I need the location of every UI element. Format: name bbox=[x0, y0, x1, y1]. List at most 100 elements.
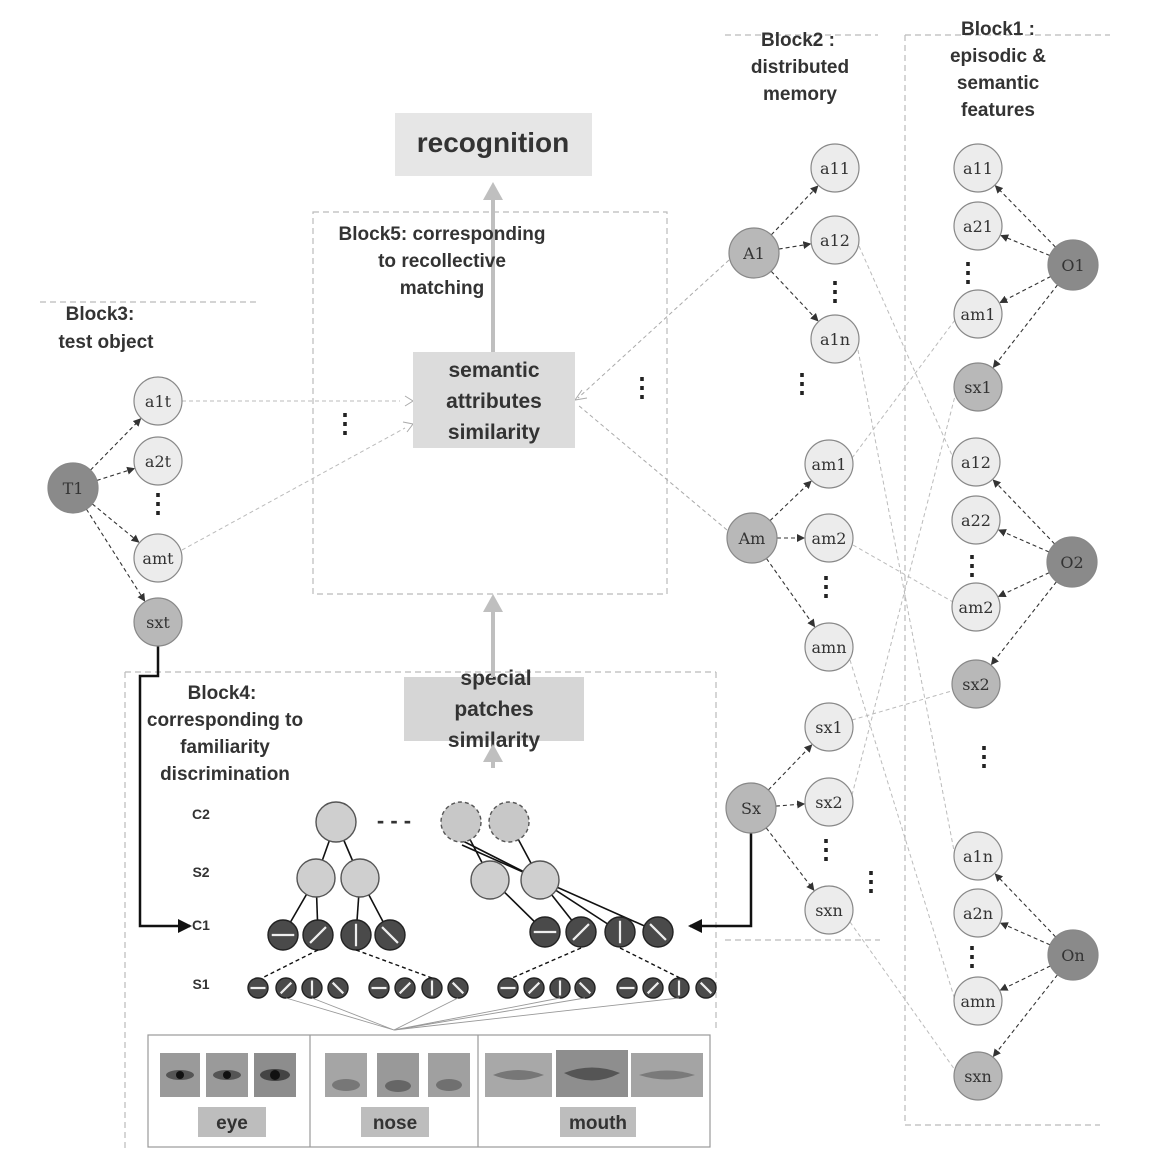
block1-line-1: Block1 : bbox=[961, 19, 1035, 40]
block1-line-4: features bbox=[961, 100, 1035, 121]
node-layer: T1a1ta2tamtsxtA1a11a12a1nAmam1am2amnSxsx… bbox=[47, 143, 1099, 1101]
feature-node-on-3: sxn bbox=[953, 1051, 1003, 1101]
block2-label: Block2 : distributed memory bbox=[751, 30, 849, 105]
memory-node-am-0: am1 bbox=[804, 439, 854, 489]
feature-node-on-2: amn bbox=[953, 976, 1003, 1026]
am-node: Am bbox=[726, 512, 778, 564]
memory-node-a1-0: a11 bbox=[810, 143, 860, 193]
patches-frame bbox=[147, 1034, 711, 1148]
memory-node-a1-1-label: a12 bbox=[820, 231, 850, 250]
test-node-sxt: sxt bbox=[133, 597, 183, 647]
eye-thumbnails bbox=[160, 1053, 296, 1097]
test-node-a2t-label: a2t bbox=[145, 452, 172, 471]
mouth-label: mouth bbox=[569, 1113, 627, 1134]
mouth-label-bg bbox=[560, 1107, 636, 1137]
ellipsis-am: ⋮ bbox=[813, 571, 839, 601]
memory-node-am-2: amn bbox=[804, 622, 854, 672]
test-node-amt-label: amt bbox=[142, 549, 174, 568]
feature-node-o1-2: am1 bbox=[953, 289, 1003, 339]
sx-node: Sx bbox=[725, 782, 777, 834]
patches-line-1: special bbox=[460, 667, 531, 690]
eye-label: eye bbox=[216, 1113, 248, 1134]
recognition-label: recognition bbox=[417, 127, 569, 158]
patches-similarity-box bbox=[404, 677, 584, 741]
memory-node-a1-2: a1n bbox=[810, 314, 860, 364]
feature-root-on: On bbox=[1047, 929, 1099, 981]
ellipsis-test: ⋮ bbox=[145, 488, 171, 518]
feature-node-on-1-label: a2n bbox=[963, 904, 993, 923]
block4-line-4: discrimination bbox=[160, 764, 290, 785]
mouth-thumbnails bbox=[485, 1050, 703, 1097]
feature-root-o1: O1 bbox=[1047, 239, 1099, 291]
block1-line-2: episodic & bbox=[950, 46, 1046, 67]
semantic-similarity-box bbox=[413, 352, 575, 448]
block3-label: Block3: test object bbox=[58, 304, 154, 353]
feature-node-o1-0-label: a11 bbox=[963, 159, 993, 178]
ellipsis-on: ⋮ bbox=[959, 941, 985, 971]
feature-node-on-0: a1n bbox=[953, 831, 1003, 881]
ellipsis-o1: ⋮ bbox=[955, 257, 981, 287]
test-node-a2t: a2t bbox=[133, 436, 183, 486]
feature-node-o2-1-label: a22 bbox=[961, 511, 991, 530]
recognition-box bbox=[395, 113, 592, 176]
ellipsis-memory-2: ⋮ bbox=[858, 866, 884, 896]
feature-node-o1-3: sx1 bbox=[953, 362, 1003, 412]
feature-node-on-3-label: sxn bbox=[964, 1067, 992, 1086]
block5-line-3: matching bbox=[400, 278, 484, 299]
memory-node-sx-1: sx2 bbox=[804, 777, 854, 827]
feature-node-o2-0-label: a12 bbox=[961, 453, 991, 472]
feature-node-o2-3: sx2 bbox=[951, 659, 1001, 709]
memory-node-am-0-label: am1 bbox=[812, 455, 847, 474]
feature-node-o1-2-label: am1 bbox=[961, 305, 996, 324]
memory-node-sx-0: sx1 bbox=[804, 702, 854, 752]
region-borders bbox=[40, 34, 1110, 1150]
level-c2: C2 bbox=[192, 806, 210, 822]
feature-node-on-2-label: amn bbox=[960, 992, 995, 1011]
block5-line-2: to recollective bbox=[378, 251, 506, 272]
flow-arrows bbox=[483, 182, 503, 768]
ellipsis-block5-right: ⋮ bbox=[629, 372, 655, 402]
test-node-a1t: a1t bbox=[133, 376, 183, 426]
semantic-line-2: attributes bbox=[446, 390, 542, 413]
ellipsis-memory-1: ⋮ bbox=[789, 368, 815, 398]
ellipsis-block5-left: ⋮ bbox=[332, 408, 358, 438]
block4-line-1: Block4: bbox=[188, 683, 257, 704]
block5-label: Block5: corresponding to recollective ma… bbox=[339, 224, 546, 299]
memory-node-sx-2: sxn bbox=[804, 885, 854, 935]
feature-node-o1-1: a21 bbox=[953, 201, 1003, 251]
a1-node-label: A1 bbox=[742, 244, 765, 263]
level-c1: C1 bbox=[192, 917, 210, 933]
hmax-hierarchy bbox=[247, 801, 717, 1031]
level-s1: S1 bbox=[192, 976, 209, 992]
t1-node-label: T1 bbox=[63, 479, 84, 498]
semantic-line-1: semantic bbox=[448, 359, 539, 382]
memory-node-a1-0-label: a11 bbox=[820, 159, 850, 178]
feature-node-o2-0: a12 bbox=[951, 437, 1001, 487]
block1-label: Block1 : episodic & semantic features bbox=[950, 19, 1046, 121]
memory-node-am-1: am2 bbox=[804, 513, 854, 563]
feature-node-on-0-label: a1n bbox=[963, 847, 993, 866]
memory-node-am-1-label: am2 bbox=[812, 529, 847, 548]
feature-root-o2: O2 bbox=[1046, 536, 1098, 588]
ellipsis-o2: ⋮ bbox=[959, 550, 985, 580]
feature-node-o1-1-label: a21 bbox=[963, 217, 993, 236]
feature-node-on-1: a2n bbox=[953, 888, 1003, 938]
ellipsis-a1: ⋮ bbox=[822, 276, 848, 306]
memory-node-sx-2-label: sxn bbox=[815, 901, 843, 920]
nose-thumbnails bbox=[325, 1053, 470, 1097]
memory-node-am-2-label: amn bbox=[811, 638, 846, 657]
memory-node-a1-1: a12 bbox=[810, 215, 860, 265]
t1-node: T1 bbox=[47, 462, 99, 514]
patches-line-2: patches bbox=[454, 698, 533, 721]
block4-line-3: familiarity bbox=[180, 737, 270, 758]
feature-node-o2-1: a22 bbox=[951, 495, 1001, 545]
c2-ellipsis: - - - bbox=[377, 808, 411, 833]
block2-line-2: distributed bbox=[751, 57, 849, 78]
test-node-amt: amt bbox=[133, 533, 183, 583]
am-node-label: Am bbox=[738, 529, 766, 548]
block2-line-1: Block2 : bbox=[761, 30, 835, 51]
nose-label: nose bbox=[373, 1113, 417, 1134]
block4-label: Block4: corresponding to familiarity dis… bbox=[147, 683, 303, 785]
feature-root-o2-label: O2 bbox=[1060, 553, 1083, 572]
patches-line-3: similarity bbox=[448, 729, 541, 752]
